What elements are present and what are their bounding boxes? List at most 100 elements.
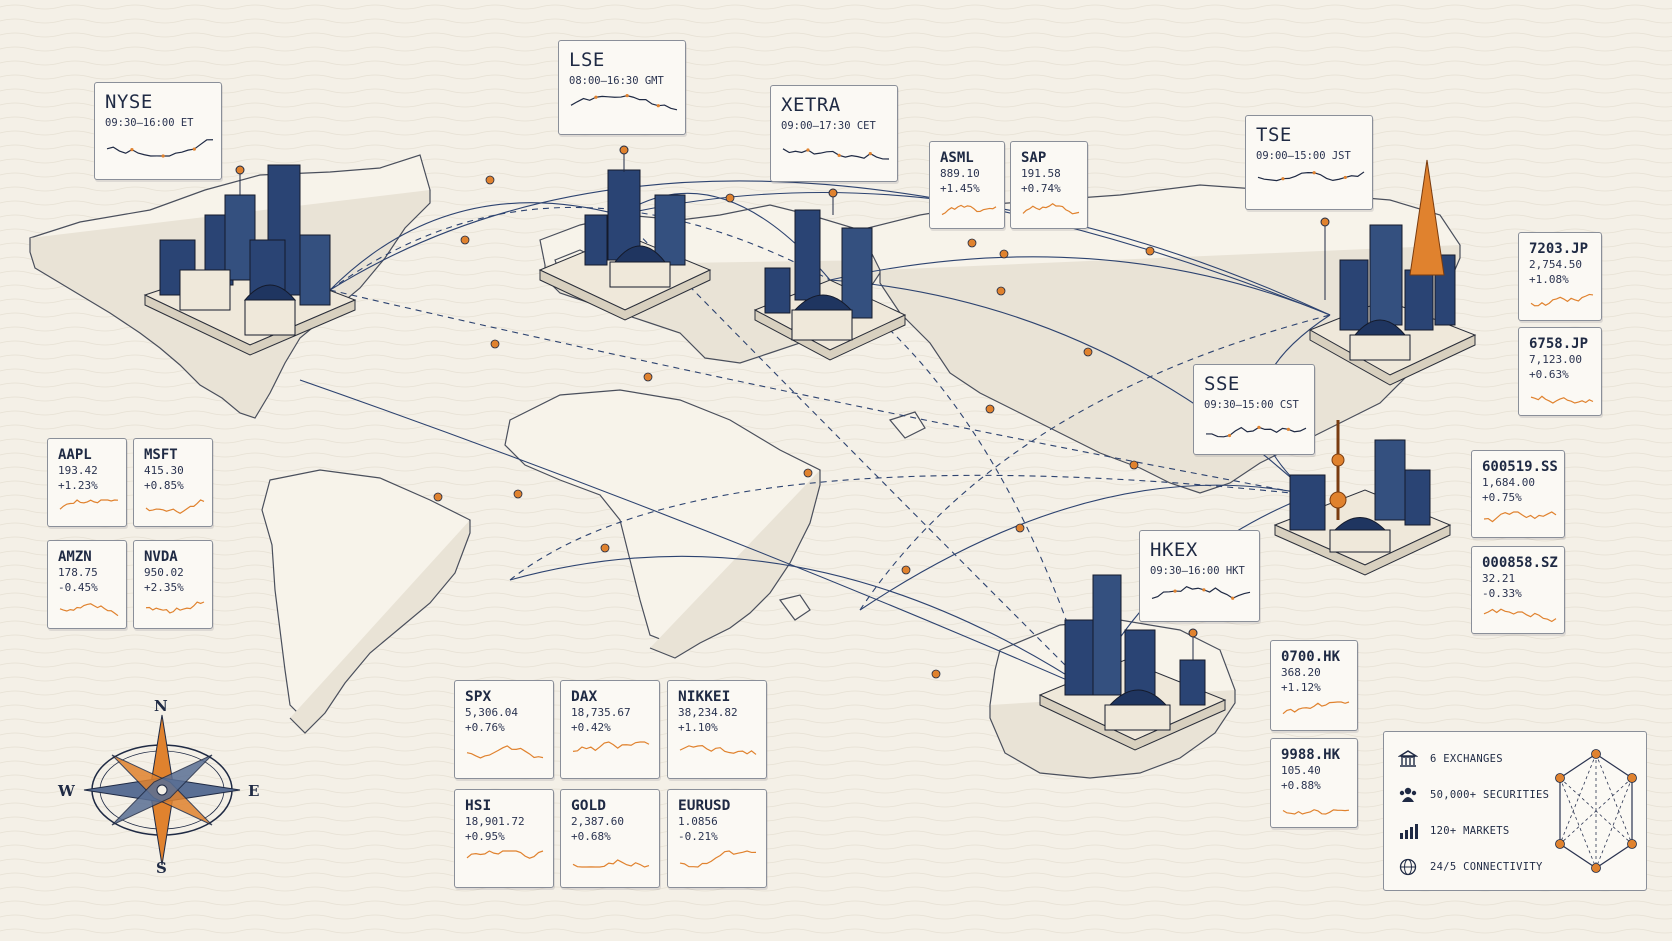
exchange-name: TSE	[1256, 124, 1292, 146]
sparkline	[1530, 293, 1594, 307]
stat-label: 50,000+ SECURITIES	[1430, 789, 1550, 801]
ticker-price: 32.21	[1482, 572, 1516, 585]
ticker-symbol: AAPL	[58, 447, 92, 463]
ticker-card-amzn[interactable]: AMZN 178.75 -0.45%	[47, 540, 127, 629]
index-symbol: EURUSD	[678, 798, 731, 814]
ticker-change: +0.74%	[1021, 182, 1061, 195]
sparkline	[570, 94, 678, 111]
sparkline	[1483, 511, 1557, 523]
ticker-symbol: 0700.HK	[1281, 649, 1341, 665]
ticker-card-asml[interactable]: ASML 889.10 +1.45%	[929, 141, 1005, 229]
exchange-hours: 09:30–16:00 HKT	[1150, 565, 1245, 577]
ticker-change: +0.88%	[1281, 779, 1321, 792]
compass-east: E	[248, 782, 260, 800]
ticker-card-aapl[interactable]: AAPL 193.42 +1.23%	[47, 438, 127, 527]
sparkline	[1282, 701, 1350, 715]
ticker-card-7203[interactable]: 7203.JP 2,754.50 +1.08%	[1518, 232, 1602, 321]
sse-buildings	[1273, 420, 1452, 576]
ticker-card-sap[interactable]: SAP 191.58 +0.74%	[1010, 141, 1088, 229]
exchange-card-lse[interactable]: LSE 08:00–16:30 GMT	[558, 40, 686, 135]
index-change: -0.21%	[678, 830, 718, 843]
sparkline	[145, 601, 205, 614]
xetra-buildings	[753, 188, 907, 361]
index-change: +0.68%	[571, 830, 611, 843]
index-change: +0.76%	[465, 721, 505, 734]
ticker-card-9988[interactable]: 9988.HK 105.40 +0.88%	[1270, 738, 1358, 828]
index-card-nikkei[interactable]: NIKKEI 38,234.82 +1.10%	[667, 680, 767, 779]
ticker-card-nvda[interactable]: NVDA 950.02 +2.35%	[133, 540, 213, 629]
globe-icon	[1399, 858, 1417, 876]
exchange-name: HKEX	[1150, 539, 1198, 561]
ticker-card-600519[interactable]: 600519.SS 1,684.00 +0.75%	[1471, 450, 1565, 538]
exchange-card-sse[interactable]: SSE 09:30–15:00 CST	[1193, 364, 1315, 455]
ticker-change: +0.63%	[1529, 368, 1569, 381]
exchange-card-nyse[interactable]: NYSE 09:30–16:00 ET	[94, 82, 222, 180]
ticker-symbol: ASML	[940, 150, 974, 166]
network-hexagon-icon	[1555, 749, 1637, 873]
compass-north: N	[154, 697, 168, 715]
ticker-price: 2,754.50	[1529, 258, 1582, 271]
ticker-price: 7,123.00	[1529, 353, 1582, 366]
sparkline	[59, 603, 119, 617]
stat-label: 6 EXCHANGES	[1430, 753, 1503, 765]
index-card-gold[interactable]: GOLD 2,387.60 +0.68%	[560, 789, 660, 888]
ticker-card-6758[interactable]: 6758.JP 7,123.00 +0.63%	[1518, 327, 1602, 416]
index-card-dax[interactable]: DAX 18,735.67 +0.42%	[560, 680, 660, 779]
sparkline	[782, 148, 890, 160]
connection-nodes	[433, 175, 1155, 679]
index-symbol: GOLD	[571, 798, 606, 814]
sparkline	[1151, 586, 1251, 600]
stat-label: 24/5 CONNECTIVITY	[1430, 861, 1543, 873]
ticker-price: 1,684.00	[1482, 476, 1535, 489]
ticker-price: 105.40	[1281, 764, 1321, 777]
ticker-price: 191.58	[1021, 167, 1061, 180]
ticker-change: +0.85%	[144, 479, 184, 492]
sparkline	[1282, 809, 1350, 815]
ticker-price: 178.75	[58, 566, 98, 579]
compass-west: W	[58, 782, 75, 800]
index-symbol: HSI	[465, 798, 492, 814]
sparkline	[1483, 608, 1557, 623]
index-value: 5,306.04	[465, 706, 518, 719]
stat-label: 120+ MARKETS	[1430, 825, 1510, 837]
index-card-hsi[interactable]: HSI 18,901.72 +0.95%	[454, 789, 554, 888]
ticker-symbol: 6758.JP	[1529, 336, 1589, 352]
exchange-hours: 09:30–15:00 CST	[1204, 399, 1299, 411]
index-symbol: NIKKEI	[678, 689, 731, 705]
compass-rose	[83, 714, 241, 866]
exchange-card-hkex[interactable]: HKEX 09:30–16:00 HKT	[1139, 530, 1260, 622]
bank-icon	[1398, 750, 1418, 767]
index-card-eurusd[interactable]: EURUSD 1.0856 -0.21%	[667, 789, 767, 888]
ticker-change: +1.12%	[1281, 681, 1321, 694]
ticker-price: 368.20	[1281, 666, 1321, 679]
sparkline	[679, 745, 757, 755]
exchange-card-xetra[interactable]: XETRA 09:00–17:30 CET	[770, 85, 898, 182]
index-symbol: DAX	[571, 689, 598, 705]
compass-south: S	[156, 859, 167, 877]
nyse-buildings	[143, 164, 357, 356]
ticker-card-0700[interactable]: 0700.HK 368.20 +1.12%	[1270, 640, 1358, 731]
exchange-hours: 09:00–17:30 CET	[781, 120, 876, 132]
sparkline	[1530, 395, 1594, 404]
ticker-price: 193.42	[58, 464, 98, 477]
index-value: 18,901.72	[465, 815, 525, 828]
sparkline	[679, 850, 757, 868]
index-change: +0.95%	[465, 830, 505, 843]
tse-buildings	[1308, 159, 1477, 386]
ticker-change: +1.23%	[58, 479, 98, 492]
exchange-card-tse[interactable]: TSE 09:00–15:00 JST	[1245, 115, 1373, 210]
ticker-symbol: AMZN	[58, 549, 92, 565]
ticker-change: -0.33%	[1482, 587, 1522, 600]
ticker-card-msft[interactable]: MSFT 415.30 +0.85%	[133, 438, 213, 527]
stat-row: 50,000+ SECURITIES	[1398, 786, 1549, 804]
sparkline	[1257, 171, 1365, 182]
ticker-symbol: 600519.SS	[1482, 459, 1558, 475]
index-card-spx[interactable]: SPX 5,306.04 +0.76%	[454, 680, 554, 779]
ticker-card-000858[interactable]: 000858.SZ 32.21 -0.33%	[1471, 546, 1565, 634]
index-value: 2,387.60	[571, 815, 624, 828]
ticker-symbol: SAP	[1021, 150, 1047, 166]
ticker-price: 889.10	[940, 167, 980, 180]
people-icon	[1399, 787, 1417, 802]
exchange-hours: 09:00–15:00 JST	[1256, 150, 1351, 162]
sparkline	[59, 499, 119, 510]
